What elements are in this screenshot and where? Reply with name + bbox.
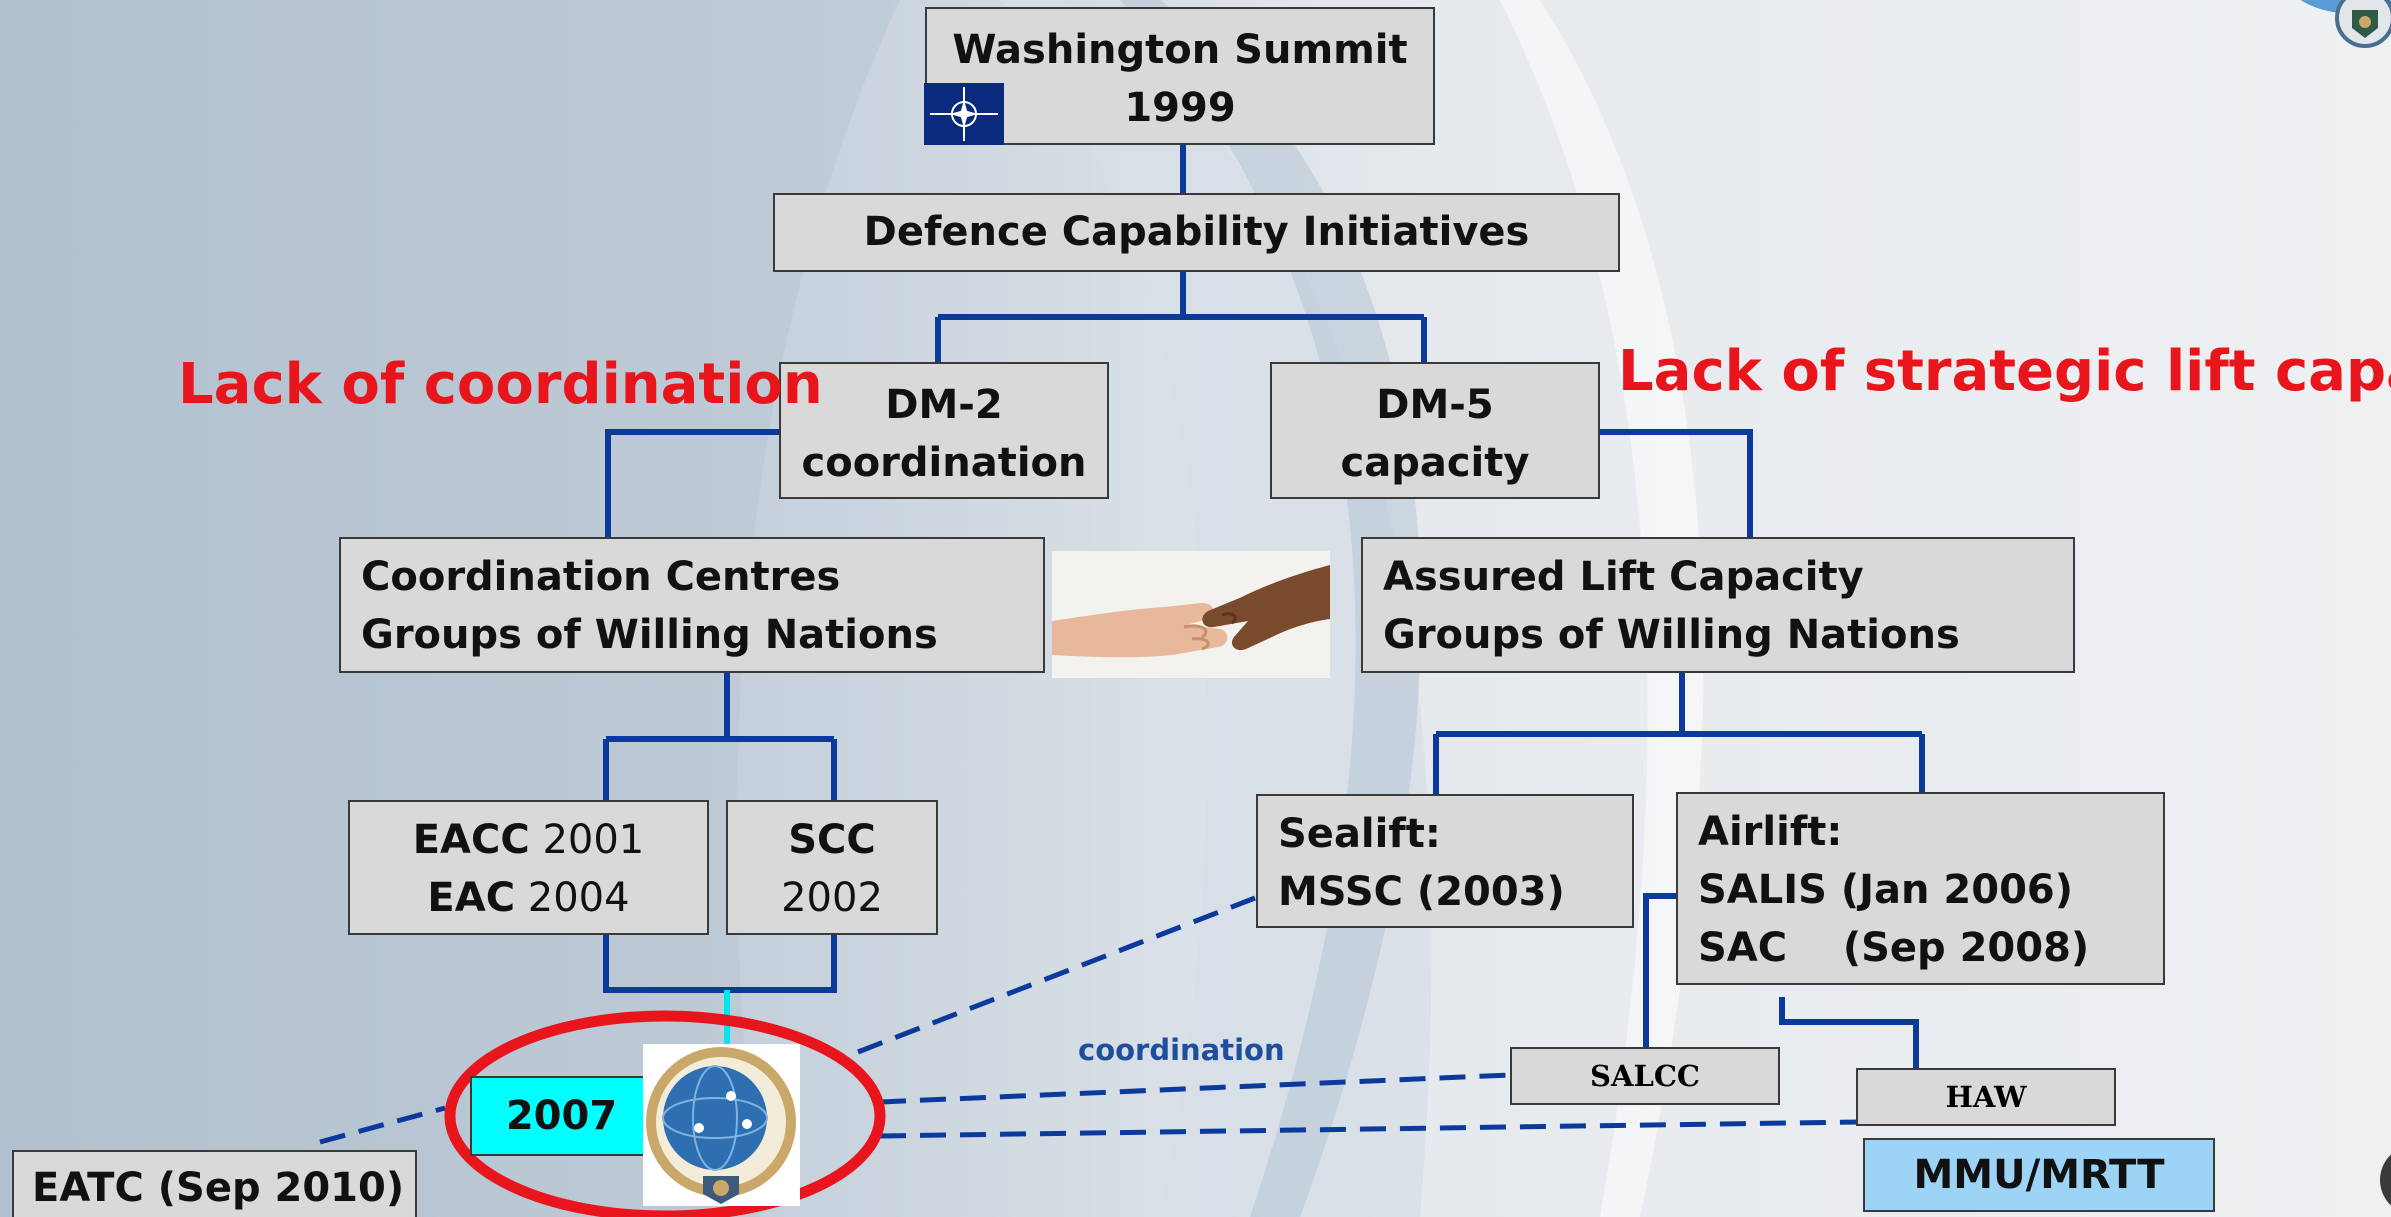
dm5-subtitle: capacity: [1340, 440, 1530, 486]
coordination-centres-line1: Coordination Centres: [361, 554, 841, 600]
haw-label: HAW: [1945, 1080, 2027, 1114]
airlift-sac: SAC (Sep 2008): [1698, 925, 2090, 971]
coordination-centres-line2: Groups of Willing Nations: [361, 612, 938, 658]
eacc-line: EACC 2001: [350, 811, 707, 869]
dashed-link-mssc: [857, 895, 1256, 1055]
assured-lift-line2: Groups of Willing Nations: [1383, 612, 1960, 658]
eacc-box: EACC 2001 EAC 2004: [348, 800, 709, 935]
eacc-year: 2001: [529, 817, 645, 863]
sealift-title: Sealift:: [1278, 811, 1441, 857]
mcce-globe-emblem-icon: [643, 1044, 800, 1206]
tree-connectors: [603, 145, 1925, 1068]
salcc-box: SALCC: [1510, 1047, 1780, 1105]
nato-emblem-icon: [924, 83, 1004, 145]
airlift-salis: SALIS (Jan 2006): [1698, 867, 2074, 913]
connector-lift-split: [1433, 673, 1925, 794]
dm5-box: DM-5 capacity: [1270, 362, 1600, 499]
handshake-image: [1052, 551, 1330, 678]
dashed-link-haw: [879, 1119, 1861, 1139]
eac-year: 2004: [515, 875, 630, 921]
scc-year: 2002: [781, 875, 883, 921]
corner-dark-circle: [2380, 1145, 2391, 1215]
eatc-label: EATC (Sep 2010): [32, 1165, 405, 1211]
summit-year: 1999: [1124, 85, 1236, 131]
coordination-centres-box: Coordination Centres Groups of Willing N…: [339, 537, 1045, 673]
lack-of-coordination-note: Lack of coordination: [178, 352, 823, 417]
dm2-title: DM-2: [885, 382, 1003, 428]
connector-dci-dm: [935, 272, 1427, 362]
dashed-link-salcc: [879, 1072, 1511, 1105]
connector-cc-split: [603, 673, 837, 800]
airlift-box: Airlift: SALIS (Jan 2006) SAC (Sep 2008): [1676, 792, 2165, 985]
scc-name: SCC: [788, 817, 876, 863]
dci-box: Defence Capability Initiatives: [773, 193, 1620, 272]
connector-eacc-scc-merge: [603, 935, 837, 993]
mmu-mrtt-box: MMU/MRTT (May 2020): [1863, 1138, 2215, 1212]
dm2-subtitle: coordination: [801, 440, 1087, 486]
year-2007-label: 2007: [505, 1093, 618, 1139]
connector-dm5-lift: [1600, 429, 1753, 537]
year-2007-box: 2007: [470, 1076, 653, 1156]
sealift-box: Sealift: MSSC (2003): [1256, 794, 1634, 928]
dashed-coordination-links: [319, 895, 1861, 1145]
coordination-label: coordination: [1078, 1033, 1285, 1067]
highlight-ellipse: [444, 1010, 886, 1217]
airlift-title: Airlift:: [1698, 809, 1843, 855]
corner-emblem-icon: [2280, 0, 2391, 60]
summit-title: Washington Summit: [952, 27, 1408, 73]
dm2-box: DM-2 coordination: [779, 362, 1109, 499]
dm5-title: DM-5: [1376, 382, 1494, 428]
assured-lift-box: Assured Lift Capacity Groups of Willing …: [1361, 537, 2075, 673]
connector-airlift-haw: [1779, 997, 1919, 1068]
eac-name: EAC: [427, 875, 516, 921]
lack-of-lift-note: Lack of strategic lift capacity: [1618, 339, 2391, 404]
connector-dm2-coordination: [605, 429, 779, 537]
eacc-name: EACC: [412, 817, 530, 863]
dashed-link-eatc: [319, 1105, 446, 1145]
sealift-mssc: MSSC (2003): [1278, 869, 1565, 915]
eatc-box: EATC (Sep 2010): [12, 1150, 417, 1217]
salcc-label: SALCC: [1590, 1059, 1700, 1093]
haw-box: HAW: [1856, 1068, 2116, 1126]
assured-lift-line1: Assured Lift Capacity: [1383, 554, 1864, 600]
eac-line: EAC 2004: [350, 869, 707, 927]
scc-box: SCC 2002: [726, 800, 938, 935]
summit-box: Washington Summit 1999: [925, 7, 1435, 145]
connector-airlift-salcc: [1643, 893, 1676, 1047]
mmu-mrtt-label: MMU/MRTT (May 2020): [1913, 1152, 2165, 1198]
dci-label: Defence Capability Initiatives: [863, 209, 1530, 255]
